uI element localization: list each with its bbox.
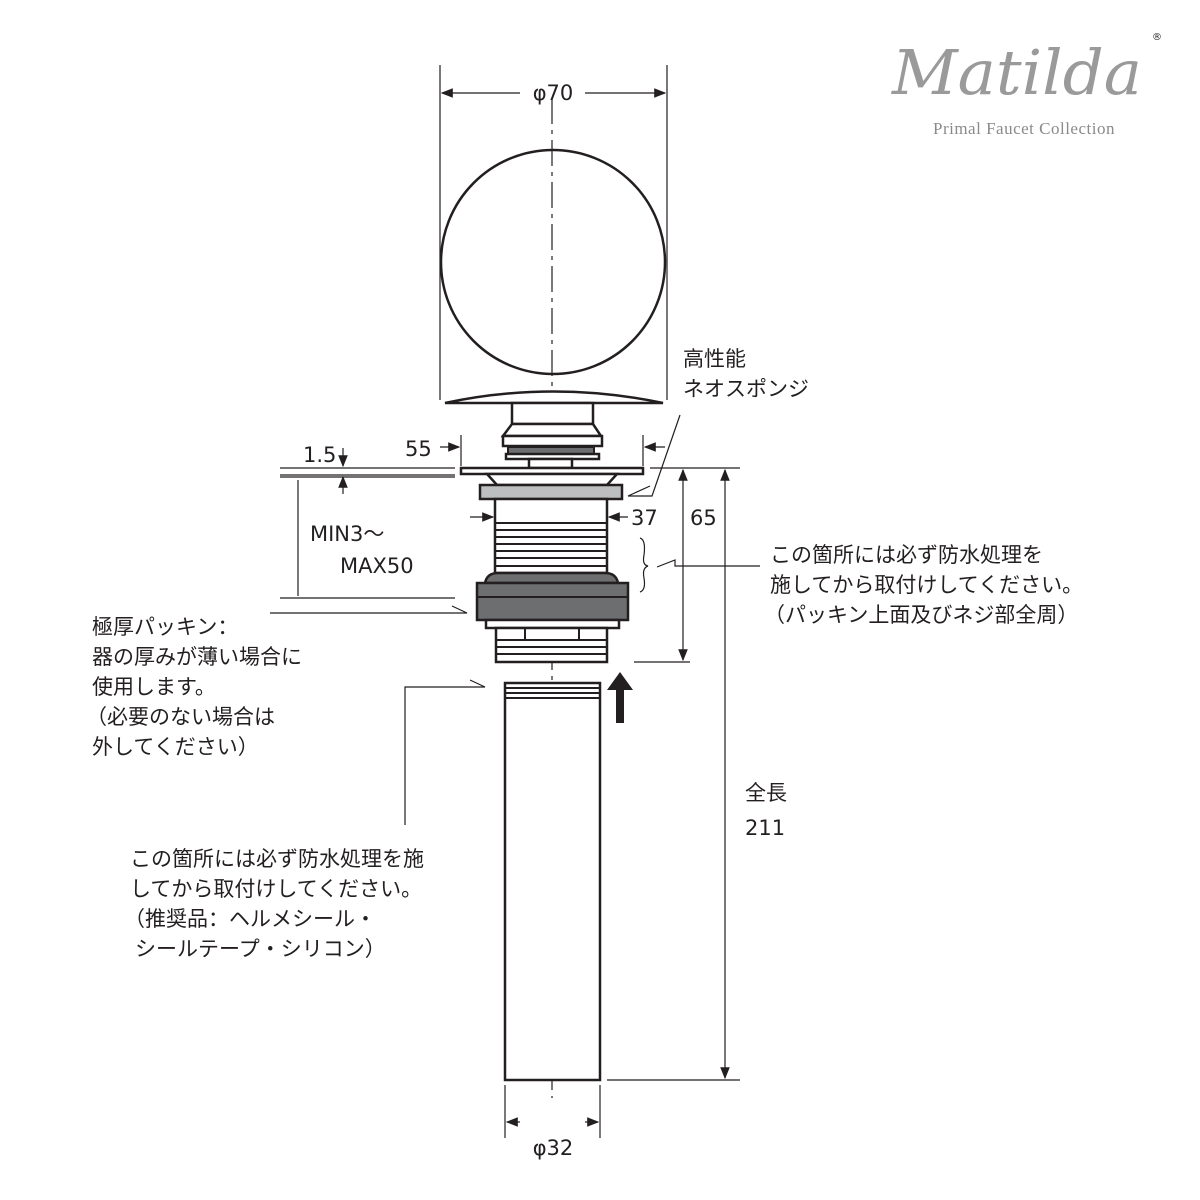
callout-thick-packing: 極厚パッキン： 器の厚みが薄い場合に 使用します。 （必要のない場合は 外してく… bbox=[86, 605, 468, 759]
callout-text: 器の厚みが薄い場合に bbox=[92, 645, 302, 669]
range-min-label: MIN3～ bbox=[310, 522, 384, 546]
assembly-arrow-icon bbox=[607, 672, 633, 723]
thick-packing bbox=[475, 581, 630, 622]
callout-text: 外してください） bbox=[92, 735, 259, 759]
callout-text: 高性能 bbox=[683, 347, 746, 371]
callout-text: この箇所には必ず防水処理を bbox=[770, 543, 1043, 567]
body-width-label: 37 bbox=[631, 506, 658, 530]
callout-waterproof-lower: この箇所には必ず防水処理を施 してから取付けしてください。 （推奨品：ヘルメシー… bbox=[124, 679, 486, 961]
neo-sponge bbox=[478, 483, 624, 501]
callout-sponge: 高性能 ネオスポンジ bbox=[627, 347, 809, 497]
callout-text: ネオスポンジ bbox=[683, 377, 809, 401]
total-length-value: 211 bbox=[745, 816, 785, 840]
tail-pipe bbox=[503, 681, 602, 1082]
flange-width-label: 55 bbox=[405, 437, 432, 461]
flange-thickness-label: 1.5 bbox=[303, 443, 336, 467]
range-max-label: MAX50 bbox=[340, 554, 414, 578]
height-dimensions: 65 全長 211 φ32 bbox=[504, 467, 787, 1160]
flange-dimensions: 55 37 1.5 MIN3～ MAX50 bbox=[280, 435, 665, 599]
pipe-diameter-label: φ32 bbox=[533, 1136, 574, 1160]
callout-text: 極厚パッキン： bbox=[92, 615, 238, 639]
height-65-label: 65 bbox=[690, 506, 717, 530]
callout-text: （必要のない場合は bbox=[86, 705, 275, 729]
cap-top-view: φ70 bbox=[439, 65, 668, 400]
callout-text: （推奨品：ヘルメシール・ bbox=[124, 907, 376, 931]
logo-tagline: Primal Faucet Collection bbox=[933, 119, 1115, 138]
callout-text: してから取付けしてください。 bbox=[130, 877, 422, 901]
total-length-label: 全長 bbox=[745, 781, 787, 805]
callout-text: この箇所には必ず防水処理を施 bbox=[130, 847, 424, 871]
logo-name: Matilda bbox=[891, 36, 1142, 109]
callout-text: 施してから取付けしてください。 bbox=[770, 573, 1083, 597]
callout-text: 使用します。 bbox=[92, 675, 216, 699]
callout-text: シールテープ・シリコン） bbox=[135, 937, 386, 961]
callout-text: （パッキン上面及びネジ部全周） bbox=[764, 603, 1078, 627]
cap-diameter-label: φ70 bbox=[533, 81, 574, 105]
drain-assembly bbox=[444, 390, 664, 1082]
callout-waterproof-upper: この箇所には必ず防水処理を 施してから取付けしてください。 （パッキン上面及びネ… bbox=[639, 537, 1083, 627]
registered-mark: ® bbox=[1152, 32, 1162, 43]
brand-logo: Matilda ® Primal Faucet Collection bbox=[891, 32, 1162, 138]
